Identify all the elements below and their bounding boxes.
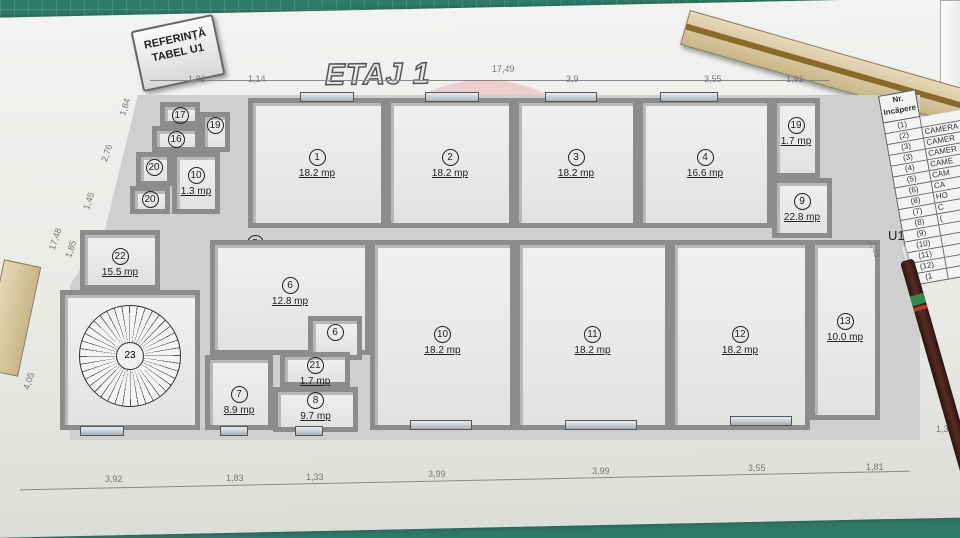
top-dimension-line: [150, 80, 830, 81]
window: [730, 416, 792, 426]
dim-bottom-6: 1,81: [866, 462, 884, 472]
window: [425, 92, 479, 102]
room-area: 15.5 mp: [101, 266, 139, 278]
room-area: 12.8 mp: [271, 295, 309, 307]
dim-bottom-5: 3,55: [748, 463, 766, 473]
dim-right-1: 1,3: [936, 424, 949, 434]
room-area: 10.0 mp: [826, 332, 864, 343]
room-17: 17: [160, 102, 200, 126]
room-number: 3: [567, 148, 585, 166]
unit-label: U1: [888, 228, 905, 243]
dim-bottom-4: 3,99: [592, 466, 610, 476]
room-area: 18.2 mp: [431, 167, 469, 179]
room-number: 16: [167, 131, 185, 148]
room-19-wc: 19 1.7 mp: [772, 98, 820, 178]
dim-bottom-2: 1,33: [306, 472, 324, 482]
room-19: 19: [200, 112, 230, 152]
room-number: 6: [326, 324, 344, 342]
room-number: 6: [281, 276, 299, 294]
window: [565, 420, 637, 430]
window: [660, 92, 718, 102]
room-number: 2: [441, 148, 459, 166]
window: [220, 426, 248, 436]
room-area: 18.2 mp: [424, 345, 461, 356]
room-23-stairs: 23: [60, 290, 200, 430]
room-number: 9: [793, 193, 811, 210]
room-21: 21 1.7 mp: [280, 352, 350, 387]
dim-top-3: 3,9: [566, 74, 579, 84]
room-number: 23: [116, 342, 144, 370]
dim-top-0: 1,82: [188, 74, 206, 84]
room-area: 9.7 mp: [300, 411, 331, 422]
room-area: 1.7 mp: [299, 376, 331, 387]
window: [300, 92, 354, 102]
room-16: 16: [152, 126, 200, 152]
dim-bottom-0: 3,92: [105, 474, 123, 484]
room-number: 22: [111, 247, 129, 265]
room-number: 10: [187, 167, 205, 185]
window: [80, 426, 124, 436]
room-number: 11: [584, 326, 601, 343]
room-number: 13: [836, 313, 854, 330]
room-number: 20: [145, 159, 163, 177]
room-number: 10: [434, 326, 451, 343]
room-number: 17: [171, 107, 189, 124]
room-area: 1.7 mp: [780, 136, 812, 147]
dim-top-4: 3,55: [704, 74, 722, 84]
room-number: 19: [787, 117, 805, 134]
room-13: 13 10.0 mp: [810, 240, 880, 420]
room-area: 16.6 mp: [686, 167, 724, 179]
room-20-b: 20: [130, 186, 170, 214]
room-number: 12: [731, 326, 749, 343]
room-number: 7: [230, 386, 248, 403]
plan-title: ETAJ 1: [324, 57, 431, 93]
window: [545, 92, 597, 102]
room-number: 1: [308, 148, 326, 166]
dim-top-5: 1,81: [786, 74, 804, 84]
room-area: 18.2 mp: [298, 167, 336, 179]
room-12: 12 18.2 mp: [670, 240, 810, 430]
room-area: 22.8 mp: [783, 212, 821, 223]
room-number: 19: [206, 117, 224, 134]
room-number: 20: [141, 191, 159, 208]
room-number: 4: [696, 148, 714, 166]
window: [410, 420, 472, 430]
window: [295, 426, 323, 436]
room-7: 7 8.9 mp: [205, 355, 273, 430]
dim-bottom-3: 3,99: [428, 469, 446, 479]
room-area: 1.3 mp: [180, 186, 212, 198]
room-area: 18.2 mp: [721, 345, 759, 356]
dim-top-1: 1,14: [248, 74, 266, 84]
room-area: 8.9 mp: [223, 405, 255, 416]
room-area: 18.2 mp: [574, 345, 611, 356]
room-9-hall: 9 22.8 mp: [772, 178, 832, 238]
room-number: 8: [307, 392, 324, 409]
spiral-staircase: 23: [79, 305, 181, 407]
dim-bottom-1: 1,83: [226, 473, 244, 483]
room-number: 21: [306, 357, 324, 374]
room-11: 11 18.2 mp: [515, 240, 670, 430]
room-area: 18.2 mp: [557, 167, 595, 179]
room-10: 10 18.2 mp: [370, 240, 515, 430]
room-20-a: 20: [136, 152, 172, 186]
dim-top-2: 17,49: [492, 64, 515, 74]
